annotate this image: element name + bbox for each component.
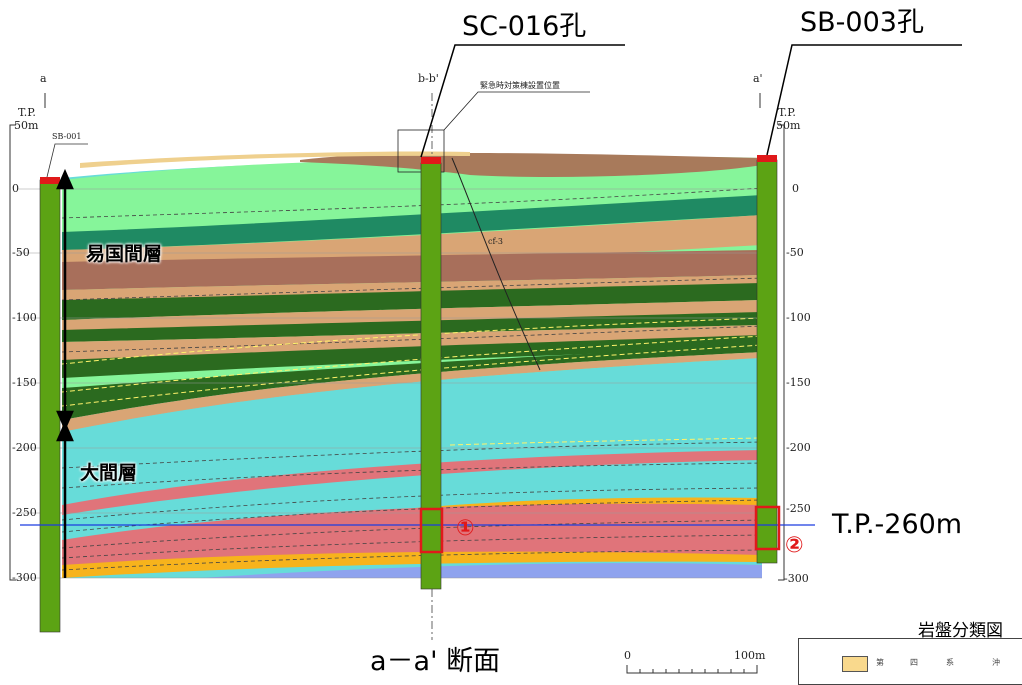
layer-label-lower: 大間層 (80, 462, 138, 484)
leader-sb001 (46, 143, 88, 178)
tp-50-right: 50m (776, 119, 801, 132)
stratum-brown-1 (62, 250, 762, 290)
legend-text: 第 (876, 658, 884, 667)
stratum-sand-top (80, 151, 470, 168)
borehole-sb003 (756, 159, 778, 564)
stratum-tan-5 (62, 352, 762, 432)
tp-label-right: T.P. (778, 106, 796, 119)
borehole-sb003-top (757, 155, 777, 162)
tp-label-left: T.P. (18, 106, 36, 119)
stratum-brown-top (300, 153, 762, 177)
right-tick: -300 (784, 572, 809, 585)
right-tick: -150 (786, 376, 811, 389)
section-end-a-prime: a' (753, 72, 763, 85)
right-tick: 0 (792, 182, 799, 195)
stratum-pink-1 (62, 450, 762, 515)
yellow-lines (61, 317, 763, 446)
right-tick: -100 (786, 311, 811, 324)
stratum-olive-1 (62, 283, 762, 320)
stratum-olive-3 (62, 335, 762, 378)
depth-gridlines (18, 188, 762, 579)
stratum-cyan-band (62, 358, 762, 480)
left-tick: -150 (12, 376, 37, 389)
left-tick: -250 (12, 506, 37, 519)
left-tick: -200 (12, 441, 37, 454)
sb001-label: SB-001 (52, 132, 82, 141)
bedding-lines (61, 187, 763, 571)
legend-title: 岩盤分類図 (918, 621, 1003, 641)
legend-text: 四 (910, 658, 918, 667)
stratum-yellow-2 (62, 551, 762, 578)
borehole-sb001-top (40, 177, 60, 184)
hole-label-sb003: SB-003孔 (800, 7, 924, 38)
sample-box-2 (754, 505, 781, 551)
scale-zero: 0 (624, 649, 631, 662)
hole-label-sc016: SC-016孔 (462, 11, 587, 42)
right-tick: -250 (786, 502, 811, 515)
emergency-label: 緊急時対策棟設置位置 (480, 81, 560, 90)
tp-50-left: 50m (14, 119, 39, 132)
stratum-dark-green-1 (62, 195, 762, 250)
legend-box (798, 638, 1022, 685)
legend-text: 系 (946, 658, 954, 667)
emergency-leader (443, 91, 590, 131)
leader-sb003 (766, 44, 962, 156)
stratum-tan-4 (62, 325, 762, 362)
section-title: a－a' 断面 (370, 646, 501, 677)
right-tick: -200 (786, 441, 811, 454)
left-tick: 0 (12, 182, 19, 195)
layer-label-upper: 易国間層 (86, 243, 163, 265)
scale-bar (626, 665, 758, 674)
sample-marker-2: ② (785, 533, 804, 558)
stratum-olive-2 (62, 312, 762, 342)
borehole-sb001 (39, 179, 61, 633)
scale-hundred: 100m (734, 649, 766, 662)
sample-marker-1: ① (456, 516, 475, 541)
legend-swatch-quaternary (842, 656, 868, 672)
stratum-pink-2 (62, 503, 762, 565)
stratum-blue (200, 563, 762, 578)
fault-label: cf-3 (488, 237, 503, 246)
fault-cf3 (451, 157, 541, 371)
borehole-sc016-top (421, 157, 441, 164)
section-cross-bb: b-b' (418, 72, 439, 85)
left-tick: -100 (12, 311, 37, 324)
leader-sc016 (420, 44, 625, 158)
left-tick: -300 (12, 571, 37, 584)
tp-260-label: T.P.-260m (832, 509, 963, 540)
left-tick: -50 (12, 246, 30, 259)
formation-arrows (56, 168, 74, 578)
strata (62, 151, 762, 578)
legend-text: 沖 (992, 658, 1000, 667)
section-end-a: a (40, 72, 47, 85)
right-tick: -50 (786, 246, 804, 259)
sample-box-1 (419, 507, 444, 554)
stratum-olive-4 (62, 345, 762, 420)
